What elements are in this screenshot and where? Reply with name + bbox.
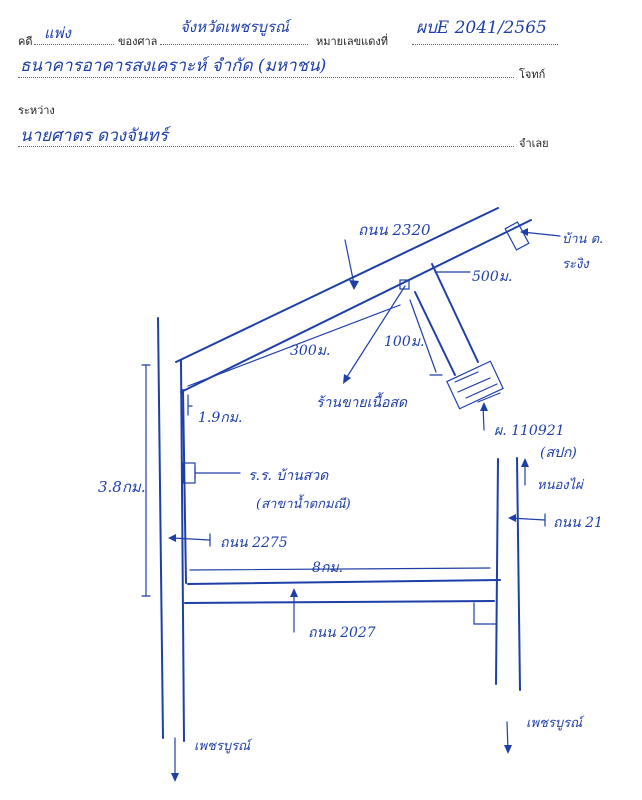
case-label: คดี <box>18 35 33 48</box>
plaintiff-label: โจทก์ <box>519 68 546 81</box>
label-shop: ร้านขายเนื้อสด <box>316 395 407 411</box>
road-21-right <box>516 457 521 691</box>
label-dist-1-9km: 1.9กม. <box>198 410 243 426</box>
label-dist-300m: 300ม. <box>290 343 331 359</box>
label-ban: บ้าน ต. <box>562 232 604 247</box>
label-road-2275: ถนน 2275 <box>220 535 288 551</box>
dotted-line <box>18 146 514 147</box>
label-dist-8km: 8กม. <box>312 560 344 576</box>
corner-marker <box>473 602 497 625</box>
dotted-line <box>160 44 308 45</box>
dotted-line <box>412 44 558 45</box>
road-21-left <box>495 458 499 685</box>
label-ban-2: ระงิง <box>562 257 589 272</box>
label-dist-3-8km: 3.8กม. <box>98 478 146 496</box>
road-2320-pointer <box>344 239 355 285</box>
dimension-100m <box>409 299 437 373</box>
defendant-handwritten: นายศาตร ดวงจันทร์ <box>20 126 168 146</box>
label-road-2027: ถนน 2027 <box>308 625 376 641</box>
loop-bottom-inner <box>187 579 501 585</box>
road-2027-upper <box>184 600 495 604</box>
label-road-21: ถนน 21 <box>553 515 603 531</box>
black-number-label: หมายเลขแดงที่ <box>316 35 388 48</box>
branch-road-right <box>431 263 479 363</box>
label-phetchabun-left: เพชรบูรณ์ <box>194 739 251 754</box>
court-label: ของศาล <box>118 35 158 48</box>
label-plot-sub: (สปก) <box>540 445 577 461</box>
branch-road-left <box>414 291 456 376</box>
case-type-handwritten: แพ่ง <box>44 24 71 42</box>
label-dist-100m: 100ม. <box>384 334 425 350</box>
between-label: ระหว่าง <box>18 104 55 117</box>
black-number-handwritten: ผบE 2041/2565 <box>416 18 547 38</box>
label-road-2320: ถนน 2320 <box>358 221 431 239</box>
property-point-marker <box>399 279 410 290</box>
label-school-sub: (สาขาน้ำตกมณี) <box>256 497 351 512</box>
label-plot: ผ. 110921 <box>494 423 565 439</box>
dotted-line <box>18 77 514 78</box>
label-dist-500m: 500ม. <box>472 269 513 285</box>
defendant-label: จำเลย <box>519 137 549 150</box>
dimension-300m <box>187 304 401 387</box>
road-2320-lower <box>180 219 532 393</box>
ban-pointer <box>521 231 561 237</box>
road-2275-left <box>157 317 164 739</box>
road-2275-right <box>180 359 185 742</box>
label-nong-pai: หนองไผ่ <box>537 478 583 493</box>
dimension-line-8km <box>189 567 491 571</box>
road-2320-upper <box>175 207 499 363</box>
shop-pointer-line <box>344 285 406 381</box>
label-phetchabun-right: เพชรบูรณ์ <box>526 716 583 731</box>
dotted-line <box>34 44 114 45</box>
loop-inner-left <box>182 389 187 584</box>
road-2275-pointer <box>171 537 211 541</box>
plaintiff-handwritten: ธนาคารอาคารสงเคราะห์ จำกัด (มหาชน) <box>20 56 327 76</box>
shop-marker <box>446 360 504 410</box>
court-name-handwritten: จังหวัดเพชรบูรณ์ <box>180 18 289 36</box>
label-school: ร.ร. บ้านสวด <box>248 468 329 484</box>
